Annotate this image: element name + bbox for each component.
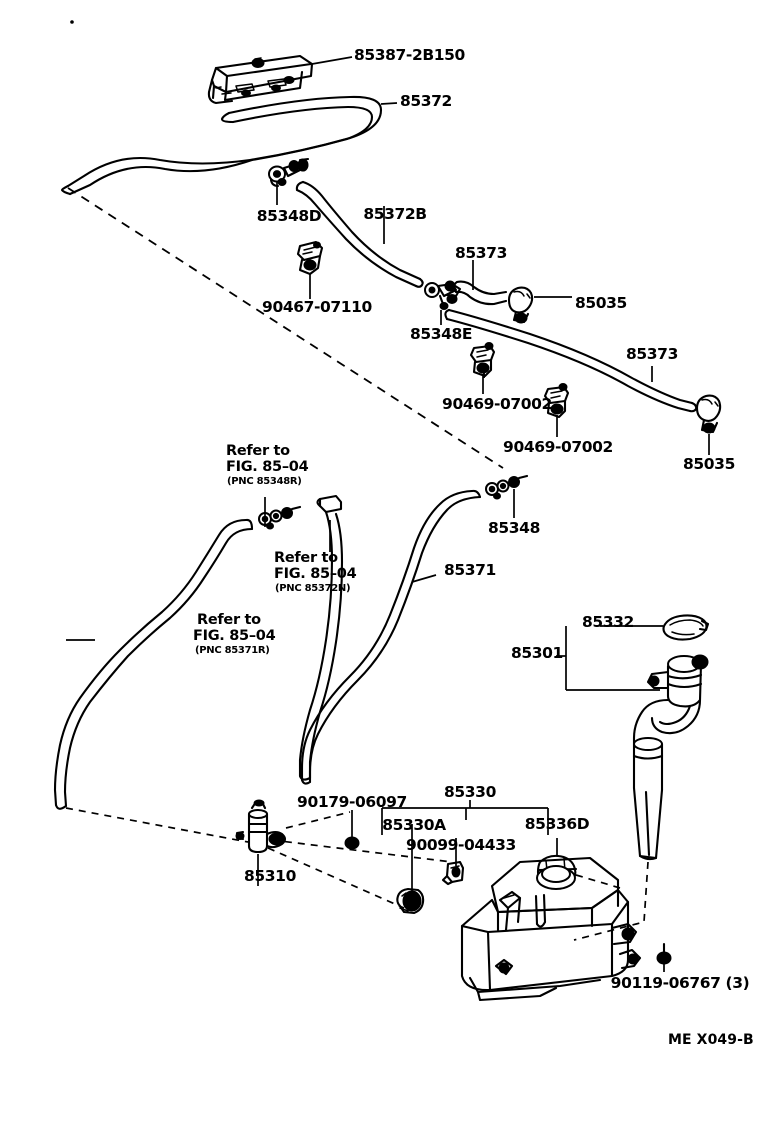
callout-85301: 85301 [511, 644, 563, 662]
callout-85035-upper: 85035 [575, 294, 627, 312]
refer-note-85371R-line2: FIG. 85–04 [193, 628, 276, 644]
callout-85348E: 85348E [409, 325, 473, 343]
hose-joint-85348-art [485, 474, 529, 500]
callout-85336D: 85336D [524, 815, 590, 833]
dashed-line-neck-to-tank [573, 861, 649, 941]
hose-clamp-85035-lower-art [695, 394, 722, 434]
clamp-90099-04433-art [441, 860, 465, 886]
callout-90119-06767: 90119-06767 (3) [610, 974, 750, 992]
refer-note-85372N-line2: FIG. 85–04 [274, 566, 357, 582]
callout-85348: 85348 [488, 519, 540, 537]
refer-note-85372N-pnc: (PNC 85372N) [275, 583, 351, 594]
refer-hose-left-art [53, 518, 254, 810]
washer-hose-85372B-art [295, 180, 424, 288]
dashed-line-pump-to-grommet [267, 847, 405, 909]
refer-note-85372N-line1: Refer to [274, 550, 338, 566]
refer-note-85348R-line2: FIG. 85–04 [226, 459, 309, 475]
dashed-line-nut [285, 811, 351, 829]
callout-90099-04433: 90099-04433 [406, 836, 516, 854]
refer-joint-85348R-art [258, 505, 302, 530]
callout-85373-lower: 85373 [626, 345, 678, 363]
dashed-line-pump-to-clamp [271, 839, 453, 863]
callout-85310: 85310 [244, 867, 296, 885]
callout-85371: 85371 [444, 561, 496, 579]
dashed-line-left-to-pump [65, 807, 249, 843]
nut-90179-06097-art [344, 836, 360, 850]
callout-85387-2B150: 85387-2B150 [354, 46, 465, 64]
callout-85373-upper: 85373 [455, 244, 507, 262]
callout-90469-07002-2: 90469-07002 [503, 438, 613, 456]
dashed-reference-line-upper [67, 187, 504, 469]
callout-85035-lower: 85035 [683, 455, 735, 473]
refer-note-85348R-pnc: (PNC 85348R) [227, 476, 302, 487]
callout-90179-06097: 90179-06097 [297, 793, 407, 811]
refer-hose-stub-85372N-art [316, 494, 343, 514]
washer-jar-85330-art [460, 856, 642, 1002]
callout-90469-07002-1: 90469-07002 [442, 395, 552, 413]
washer-hose-85372-art [60, 95, 383, 196]
hose-clip-90469-07002-2-art [543, 383, 570, 419]
leader-lines [66, 56, 710, 972]
scan-speck [70, 20, 74, 24]
figure-code: ME X049-B [668, 1032, 754, 1048]
hose-clamp-85035-upper-art [507, 286, 534, 324]
washer-pump-85310-art [235, 799, 287, 854]
callout-85330A: 85330A [382, 816, 446, 834]
callout-85348D: 85348D [256, 207, 322, 225]
hose-clip-90469-07002-1-art [469, 342, 496, 378]
washer-hose-85371-art [300, 489, 482, 785]
hose-joint-85348D-art [268, 157, 310, 188]
callout-85332: 85332 [582, 613, 634, 631]
rear-washer-nozzle-art [207, 54, 314, 105]
callout-85330: 85330 [444, 783, 496, 801]
refer-hose-middle-art [298, 510, 344, 781]
washer-hose-85373-upper-art [453, 280, 508, 306]
callout-85372: 85372 [400, 92, 452, 110]
filler-neck-85301-art [632, 614, 710, 861]
refer-note-85371R-line1: Refer to [197, 612, 261, 628]
callout-85372B: 85372B [363, 205, 427, 223]
callout-90467-07110: 90467-07110 [262, 298, 372, 316]
grommet-85330A-art [396, 887, 425, 915]
hose-clip-90467-07110-art [296, 240, 324, 276]
refer-note-85348R-line1: Refer to [226, 443, 290, 459]
refer-note-85371R-pnc: (PNC 85371R) [195, 645, 270, 656]
